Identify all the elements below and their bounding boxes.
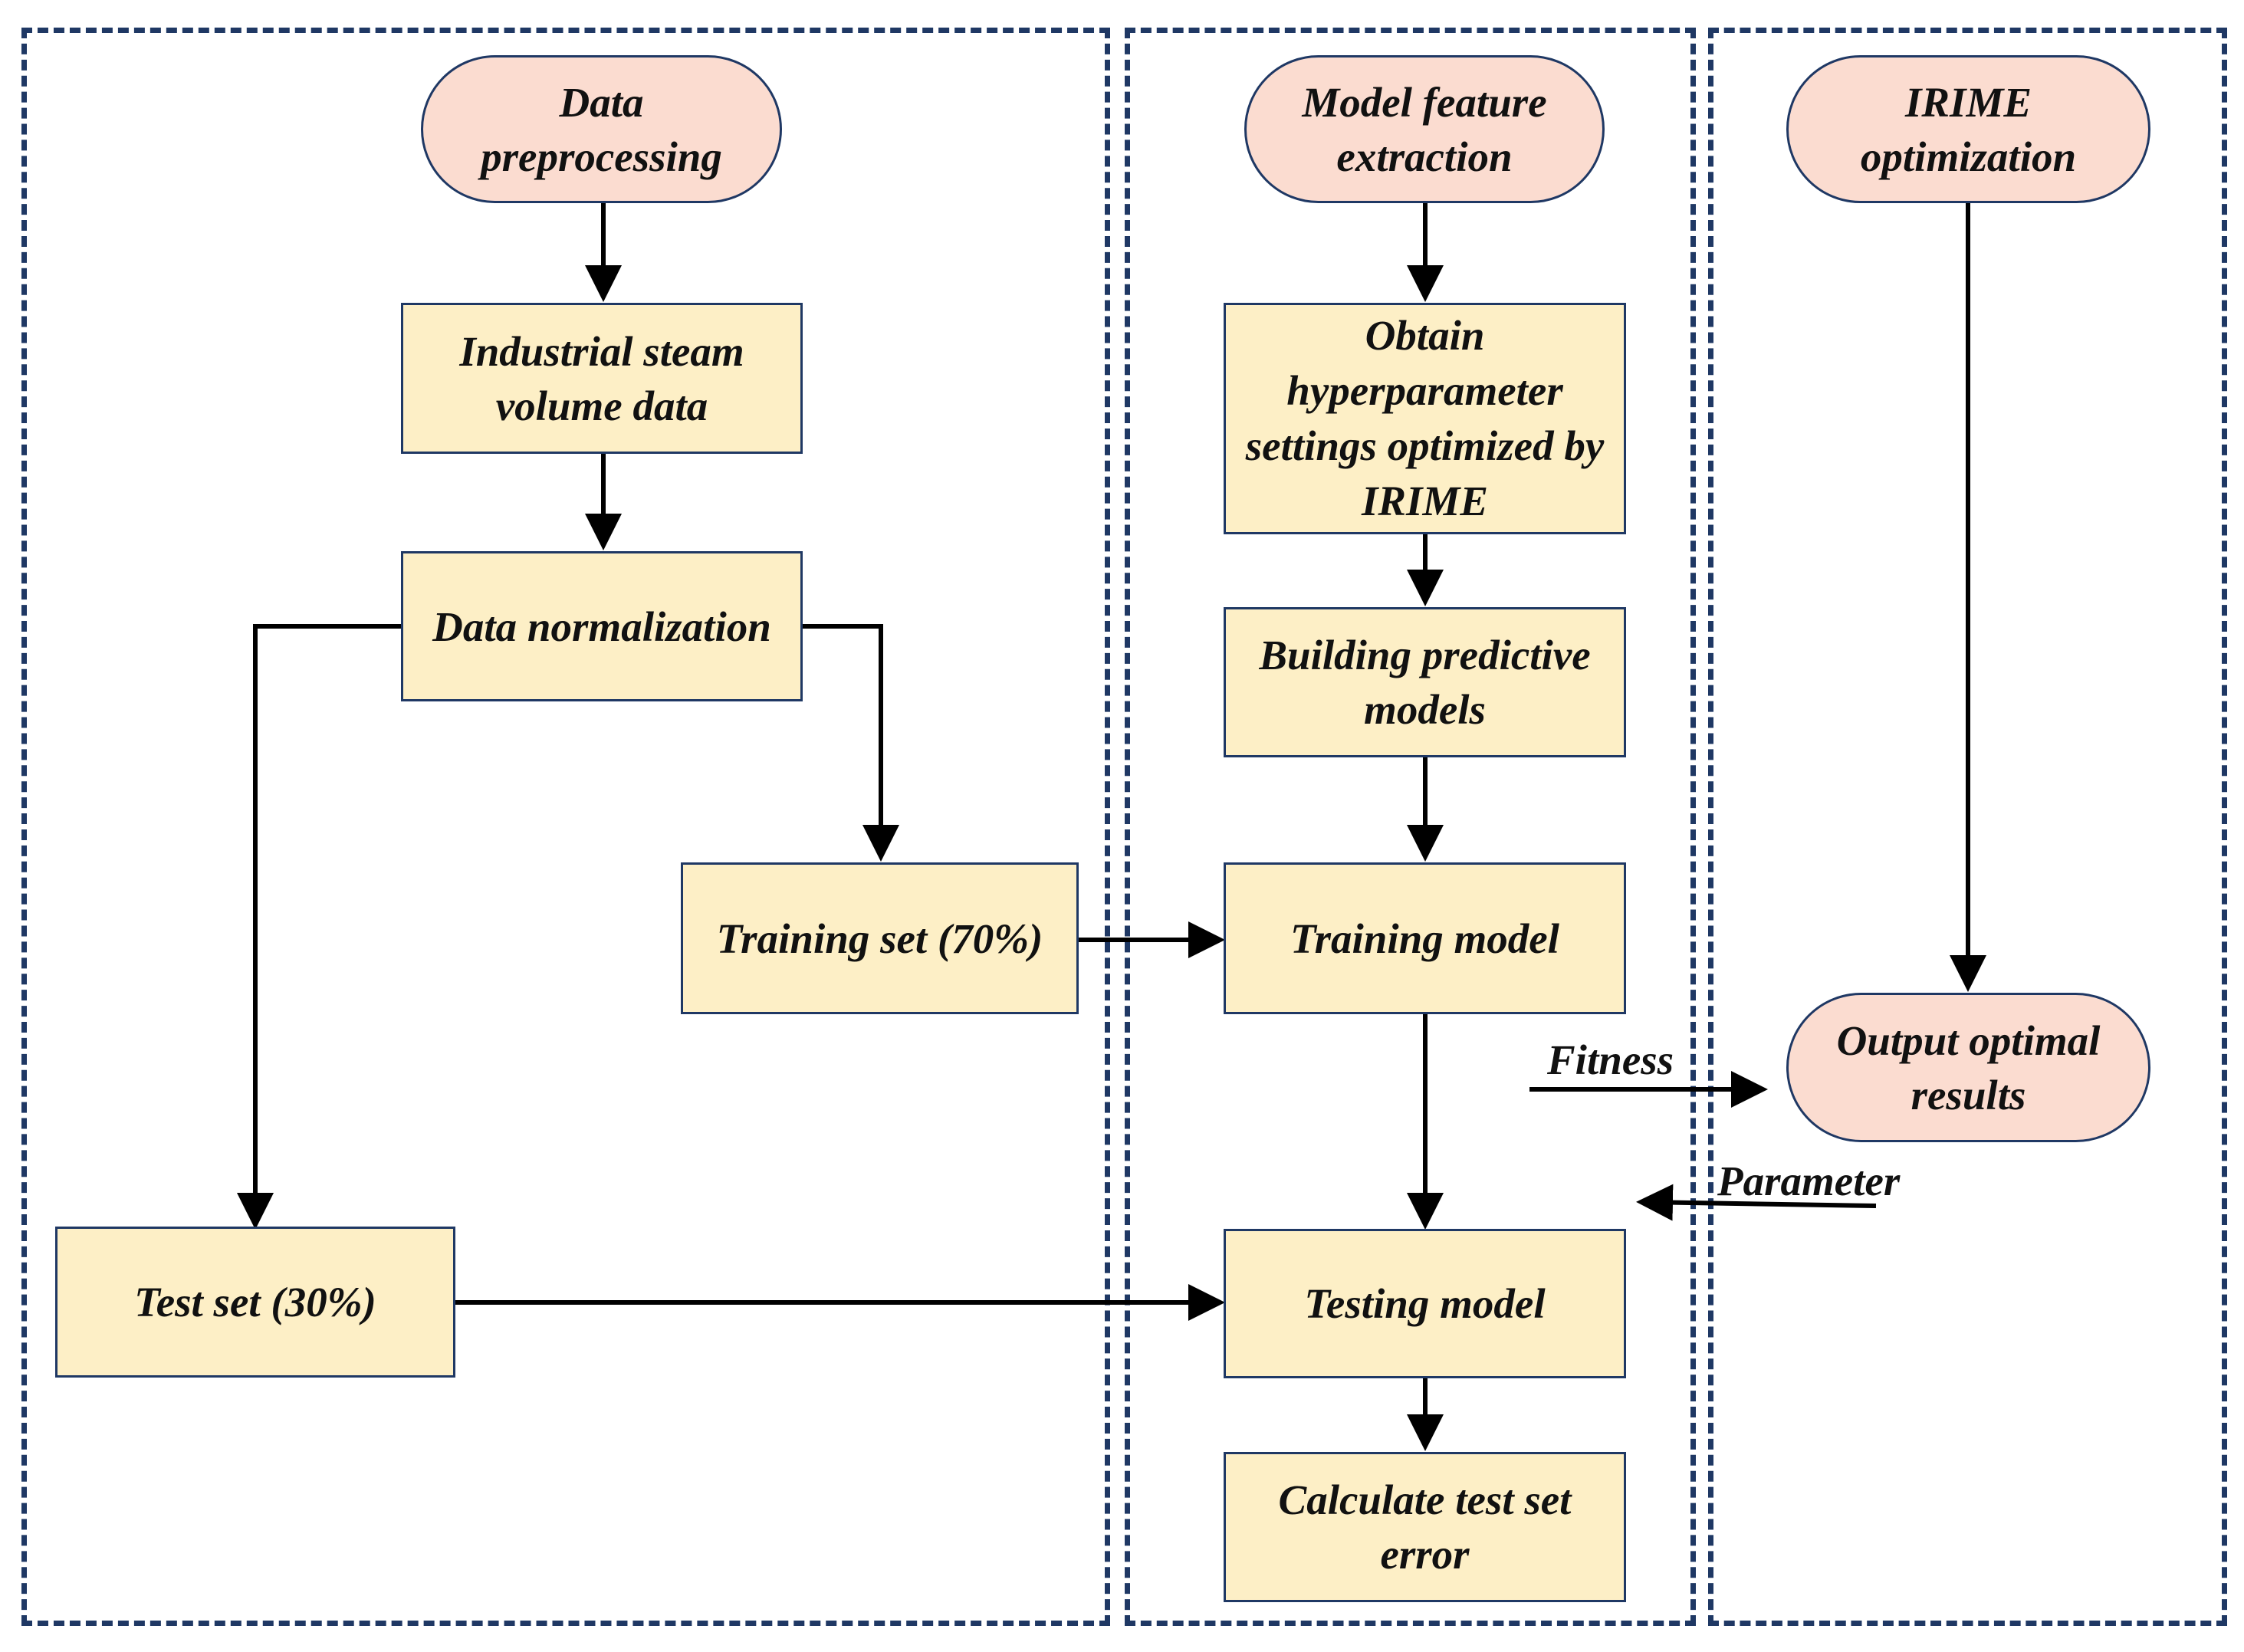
node-obtain-hyperparameter: Obtain hyperparameter settings optimized… <box>1224 303 1626 534</box>
node-calculate-test-set-error: Calculate test set error <box>1224 1452 1626 1602</box>
label-fitness: Fitness <box>1547 1036 1674 1083</box>
node-test-set: Test set (30%) <box>55 1227 455 1378</box>
node-industrial-steam-volume-data: Industrial steam volume data <box>401 303 803 454</box>
arrow-normalization-to-test-set <box>237 624 401 1230</box>
arrow-parameter <box>1636 1184 1877 1221</box>
panel-model-feature-extraction <box>1125 28 1696 1626</box>
node-data-normalization: Data normalization <box>401 551 803 701</box>
node-training-set: Training set (70%) <box>681 862 1079 1014</box>
node-irime-optimization: IRIME optimization <box>1786 55 2150 203</box>
node-building-predictive-models: Building predictive models <box>1224 607 1626 757</box>
panel-data-preprocessing <box>21 28 1110 1626</box>
arrow-normalization-to-training-set <box>803 624 899 862</box>
panel-irime-optimization <box>1708 28 2227 1626</box>
node-model-feature-extraction: Model feature extraction <box>1244 55 1605 203</box>
node-data-preprocessing: Data preprocessing <box>421 55 782 203</box>
node-training-model: Training model <box>1224 862 1626 1014</box>
node-output-optimal-results: Output optimal results <box>1786 993 2150 1142</box>
label-parameter: Parameter <box>1717 1158 1901 1204</box>
node-testing-model: Testing model <box>1224 1229 1626 1378</box>
